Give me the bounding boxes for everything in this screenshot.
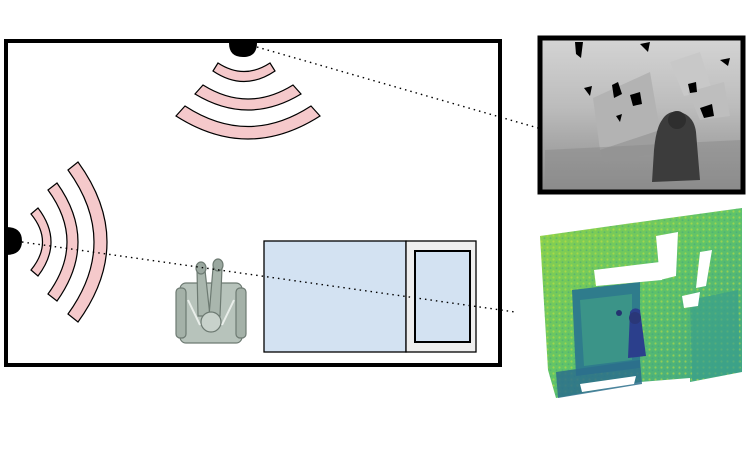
point-cloud-panel [540, 208, 742, 398]
ceiling-sensor-waves [175, 62, 321, 140]
bed [263, 240, 407, 353]
ceiling-sensor [229, 43, 257, 57]
person-in-chair-icon [175, 258, 247, 344]
nightstand-top [414, 250, 471, 343]
wall-sensor [6, 227, 22, 255]
depth-map-panel [537, 35, 746, 195]
connector-point-cloud [21, 241, 516, 313]
wall-sensor-waves [30, 161, 108, 323]
